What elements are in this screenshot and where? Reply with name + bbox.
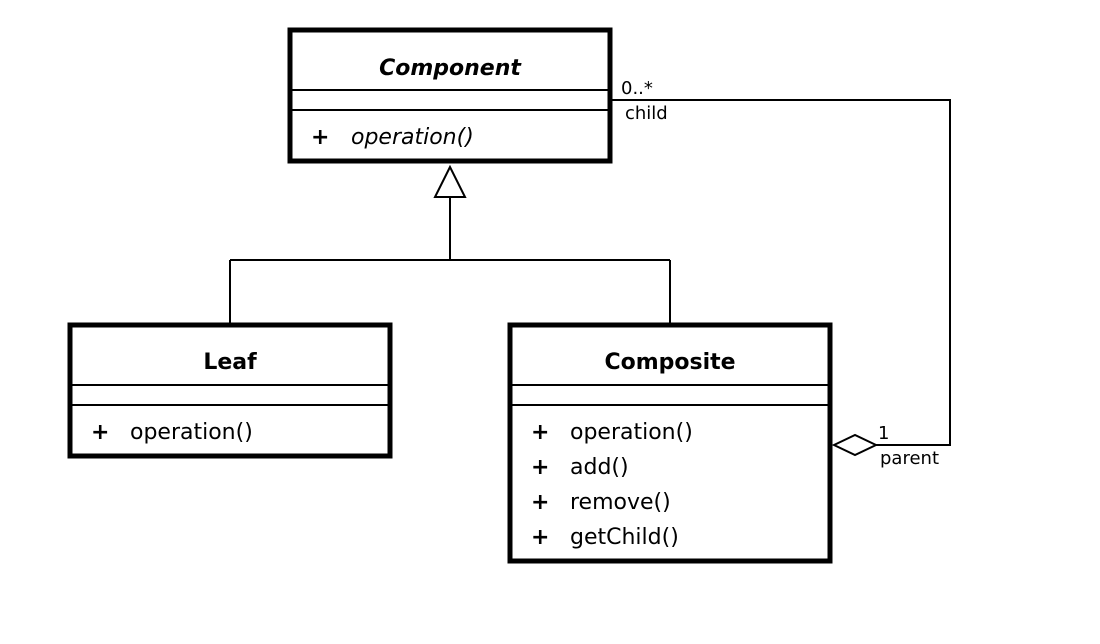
aggregation-connector <box>610 99 951 446</box>
class-composite-op-4: getChild() <box>570 525 679 550</box>
class-composite-name: Composite <box>604 350 735 375</box>
child-role-label: child <box>625 103 668 124</box>
class-composite-op-4-visibility: + <box>531 525 549 550</box>
class-leaf-box <box>67 322 393 459</box>
class-composite-op-1-visibility: + <box>531 420 549 445</box>
generalization-connector <box>229 197 671 325</box>
class-composite-op-3-visibility: + <box>531 490 549 515</box>
class-leaf-op-1: operation() <box>130 420 253 445</box>
aggregation-diamond <box>831 433 879 457</box>
class-leaf[interactable]: Leaf + operation() <box>67 322 393 459</box>
class-leaf-name: Leaf <box>203 350 257 375</box>
class-component-name: Component <box>379 56 522 81</box>
class-composite-op-3: remove() <box>570 490 671 515</box>
class-composite[interactable]: Composite + operation() + add() + remove… <box>507 322 833 564</box>
parent-multiplicity-label: 1 <box>878 423 889 444</box>
class-component-op-1: operation() <box>351 125 474 150</box>
parent-role-label: parent <box>880 448 939 469</box>
child-multiplicity-label: 0..* <box>621 78 653 99</box>
inheritance-arrowhead <box>433 164 467 198</box>
class-composite-op-1: operation() <box>570 420 693 445</box>
class-leaf-op-1-visibility: + <box>91 420 109 445</box>
class-component-box <box>287 27 613 164</box>
class-composite-op-2: add() <box>570 455 629 480</box>
class-component[interactable]: Component + operation() <box>287 27 613 164</box>
class-composite-box <box>507 322 833 564</box>
class-component-op-1-visibility: + <box>311 125 329 150</box>
class-composite-op-2-visibility: + <box>531 455 549 480</box>
